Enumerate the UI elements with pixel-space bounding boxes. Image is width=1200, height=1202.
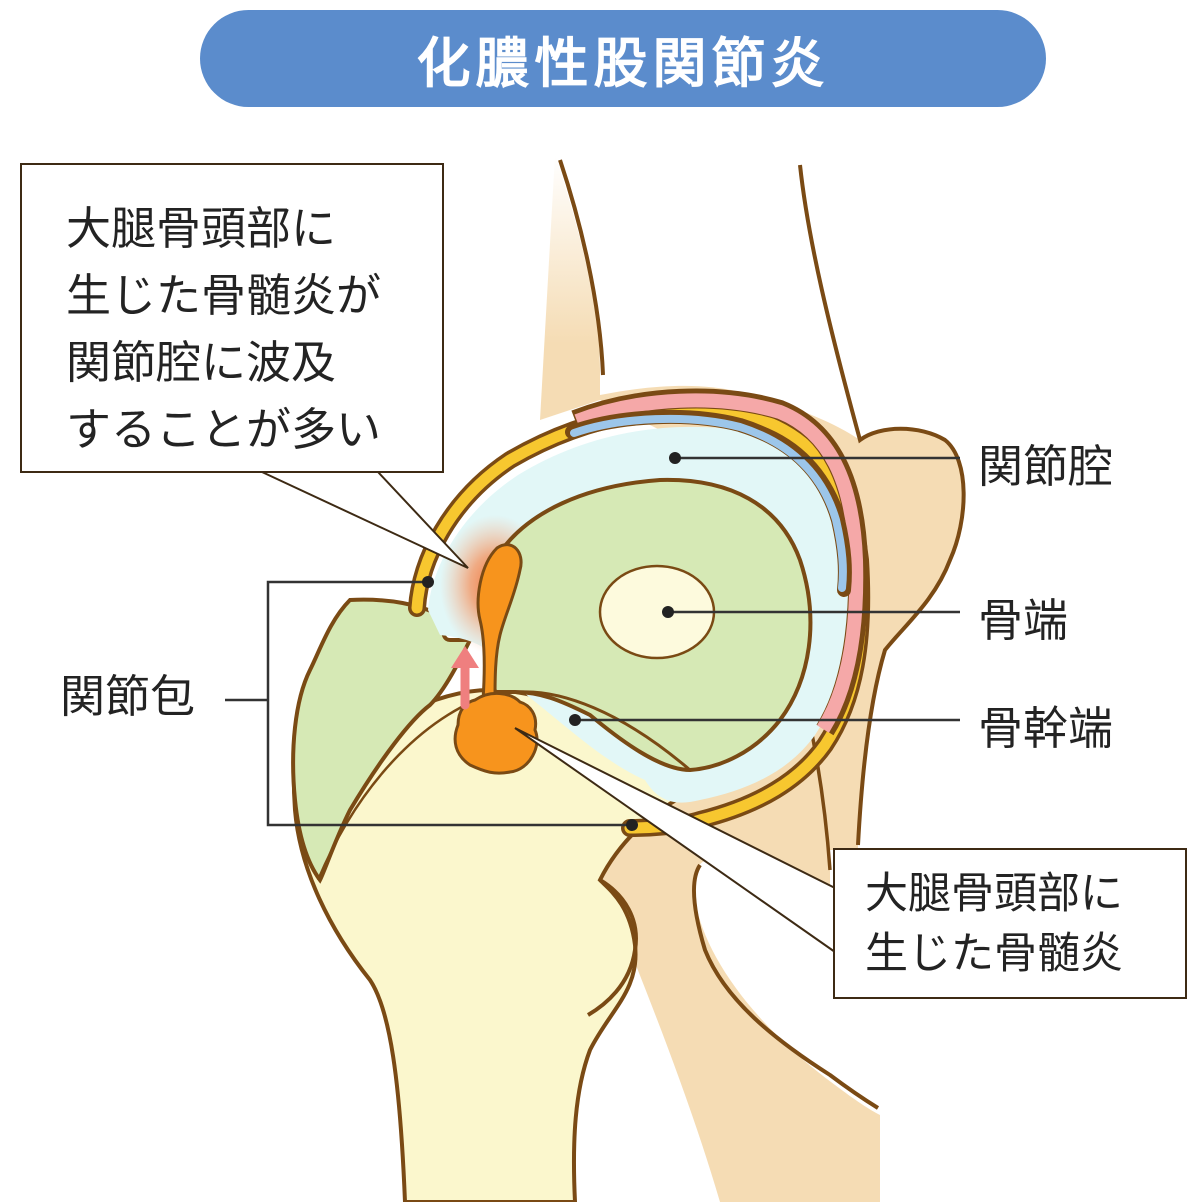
dot-metaphysis (569, 714, 581, 726)
callout-line: 大腿骨頭部に (865, 869, 1123, 919)
pelvis-outline-lower (691, 863, 880, 1110)
dot-joint-cavity (669, 452, 681, 464)
lesser-trochanter (586, 878, 638, 1017)
head-lower-rim (519, 690, 691, 772)
callout-top-pointer (261, 471, 469, 569)
abscess-tract (476, 543, 523, 702)
callout-spread-note: 大腿骨頭部に 生じた骨髄炎が 関節腔に波及 することが多い (20, 163, 444, 473)
dot-epiphysis (662, 606, 674, 618)
callout-bottom-pointer (514, 727, 836, 953)
labrum-fill (570, 414, 847, 592)
label-joint-capsule: 関節包 (60, 670, 196, 723)
label-metaphysis: 骨幹端 (978, 702, 1114, 755)
callout-line: 関節腔に波及 (66, 336, 337, 389)
title-banner: 化膿性股関節炎 (200, 10, 1046, 107)
spread-arrow-head (451, 646, 479, 668)
callout-line: 大腿骨頭部に (66, 202, 337, 255)
pelvis-outline-right (798, 164, 966, 846)
callout-line: 生じた骨髄炎が (66, 269, 382, 322)
label-epiphysis: 骨端 (978, 594, 1069, 647)
pelvis-outline-left (558, 159, 605, 376)
dot-capsule-top (422, 576, 434, 588)
label-joint-cavity: 関節腔 (978, 440, 1114, 493)
page-title: 化膿性股関節炎 (416, 32, 830, 95)
abscess (453, 692, 539, 775)
leader-joint-capsule (225, 580, 632, 827)
dot-capsule-bottom (626, 819, 638, 831)
callout-line: することが多い (66, 403, 382, 456)
callout-osteomyelitis: 大腿骨頭部に 生じた骨髄炎 (833, 848, 1187, 999)
callout-line: 生じた骨髄炎 (865, 929, 1123, 979)
